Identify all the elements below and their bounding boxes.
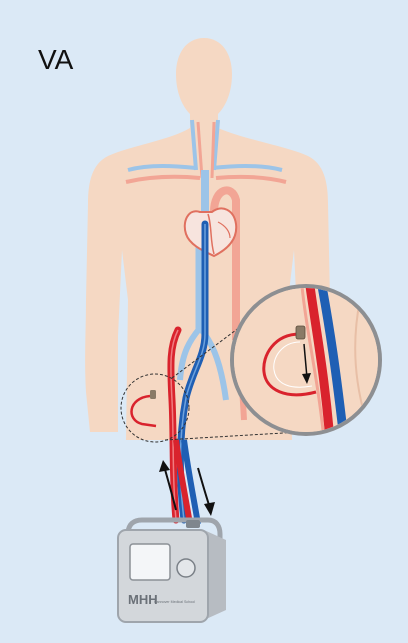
head: [176, 38, 232, 130]
carotid-right: [212, 122, 214, 178]
console-knob: [177, 559, 195, 577]
flow-arrow-down-head: [204, 502, 215, 516]
console-screen: [130, 544, 170, 580]
cannula-tip-icon: [296, 326, 305, 339]
device-subtitle: Hannover Medical School: [154, 600, 195, 604]
cannula-tip-icon: [150, 390, 156, 399]
console-connector: [186, 520, 200, 528]
ecmo-console-icon: MHH Hannover Medical School: [118, 520, 226, 622]
flow-arrow-down-icon: [198, 468, 210, 508]
flow-arrow-up-head: [159, 460, 170, 472]
